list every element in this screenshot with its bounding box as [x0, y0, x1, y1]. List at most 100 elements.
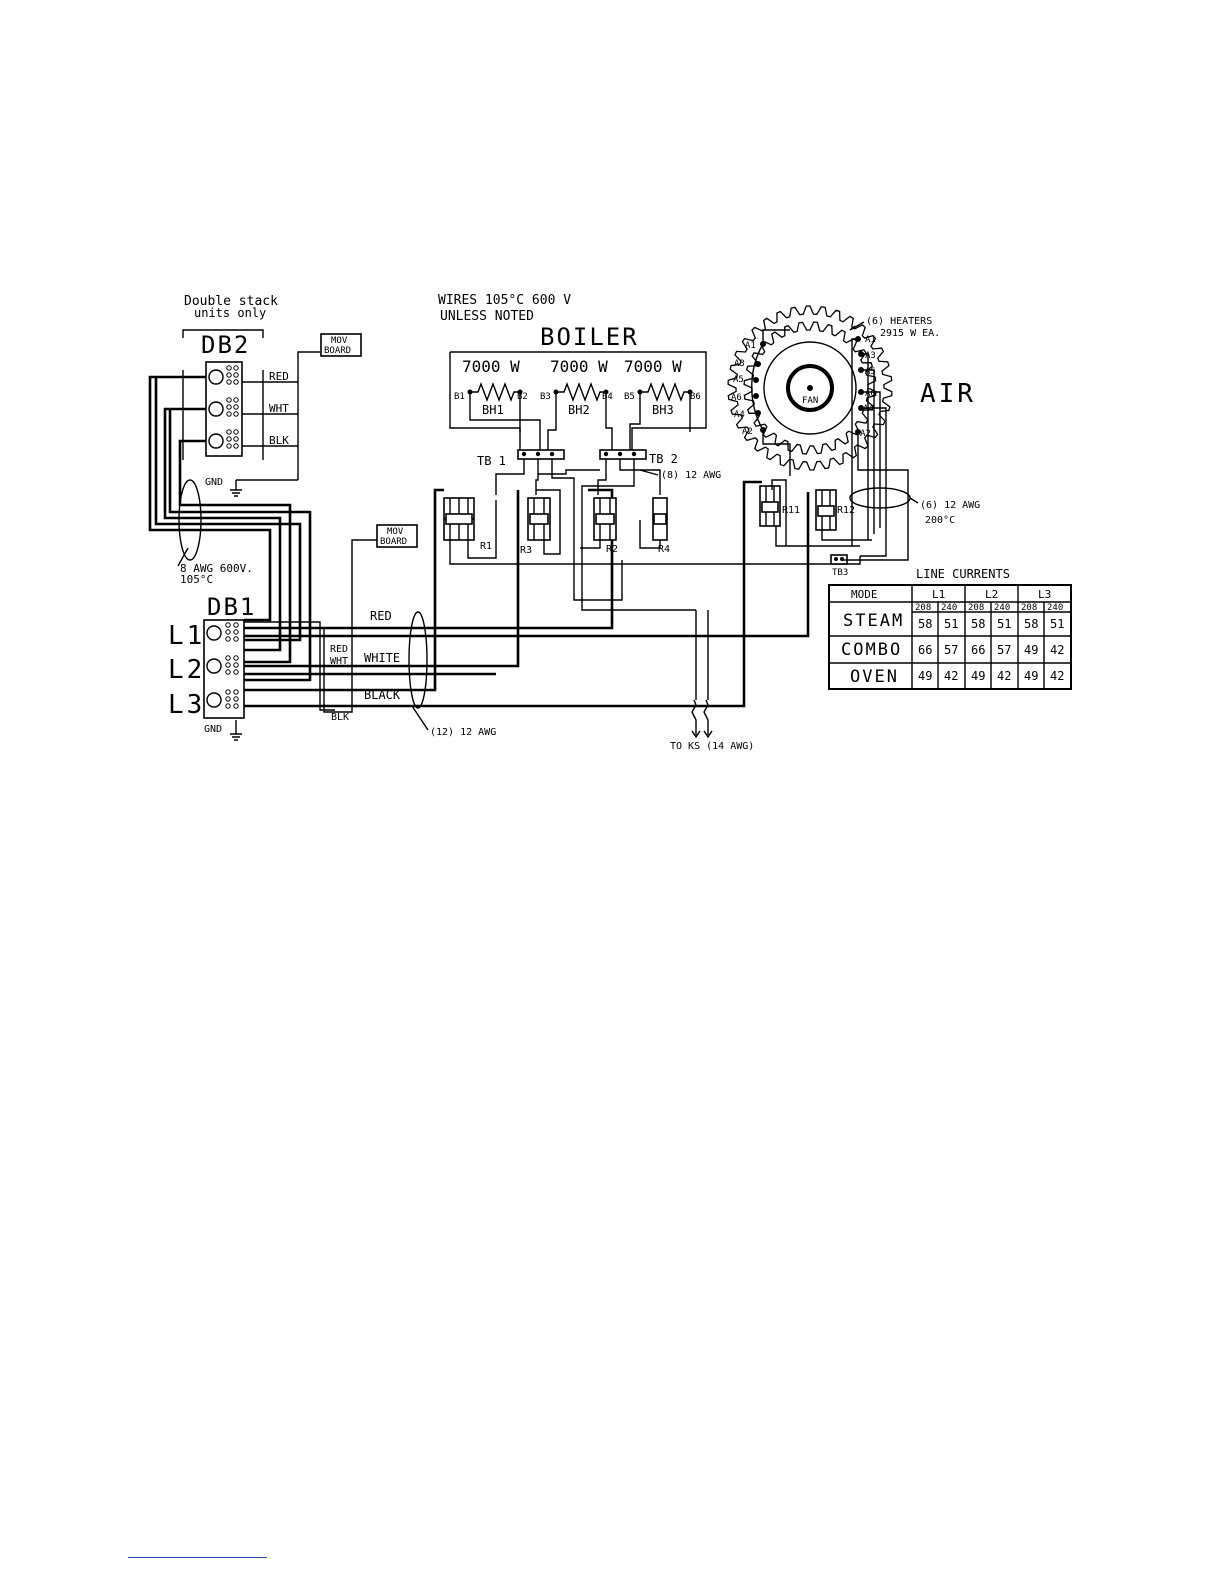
db1-cable-note: (12) 12 AWG [430, 727, 496, 738]
relay-r2: R2 [593, 497, 618, 555]
air-right-term-a2: A2 [860, 429, 871, 439]
db2-mov-lead [297, 351, 320, 382]
table-row-oven-cell-4: 42 [997, 669, 1011, 683]
tb3: TB3 [830, 554, 848, 578]
table-row-combo-cell-1: 66 [918, 643, 932, 657]
table-voltage-4: 240 [994, 603, 1010, 613]
table-voltage-1: 208 [915, 603, 931, 613]
air-wire-note-line1: (6) 12 AWG [920, 500, 980, 511]
table-header-l2: L2 [985, 588, 998, 601]
table-header-mode: MODE [851, 588, 878, 601]
db1-line-l1: L1 [168, 621, 205, 651]
relay-r11-label: R11 [782, 505, 800, 516]
air-left-term-a3: A3 [734, 359, 745, 369]
air-title: AIR [920, 379, 976, 409]
boiler-bh3-name: BH3 [652, 403, 674, 417]
air-wire-note-line2: 200°C [925, 515, 955, 526]
tb1-label: TB 1 [477, 454, 506, 468]
cable-note-left-line2: 105°C [180, 573, 213, 586]
air-left-jumper [751, 343, 764, 431]
air-left-term-a1: A1 [745, 341, 756, 351]
db2-ground-icon [230, 479, 298, 497]
boiler-bh3-watts: 7000 W [624, 357, 682, 376]
table-row-steam-cell-3: 58 [971, 617, 985, 631]
db2-gnd-label: GND [205, 477, 223, 488]
tb-wire-note: (8) 12 AWG [661, 470, 721, 481]
table-row-combo-cell-6: 42 [1050, 643, 1064, 657]
db2-bracket-sides [182, 370, 264, 460]
boiler-leads [469, 392, 691, 452]
relay-r1-label: R1 [480, 541, 492, 552]
table-row-combo-cell-2: 57 [944, 643, 958, 657]
cable-note-left-line1: 8 AWG 600V. [180, 562, 253, 575]
boiler-term-b6: B6 [690, 392, 701, 402]
db1-distribution-wires [244, 480, 810, 711]
ks-leads [691, 699, 713, 739]
table-row-oven-cell-1: 49 [918, 669, 932, 683]
table-header-l1: L1 [932, 588, 945, 601]
air-left-term-a5: A5 [733, 375, 744, 385]
boiler-term-b5: B5 [624, 392, 635, 402]
db1-screw-terminals [225, 622, 239, 709]
tb-relay-leads [495, 459, 696, 611]
boiler-block: WIRES 105°C 600 V UNLESS NOTED BOILER 70… [438, 293, 707, 456]
db2-lug-2 [208, 401, 224, 417]
mov-board-top-line2: BOARD [324, 346, 351, 356]
boiler-term-b1: B1 [454, 392, 465, 402]
relay-r12: R12 [815, 489, 855, 531]
table-row-oven-cell-5: 49 [1024, 669, 1038, 683]
db2-cable-bundle-ellipse [178, 479, 202, 561]
db2-note-line2: units only [194, 306, 266, 320]
db2-wire-wht: WHT [269, 402, 289, 415]
db1-ground-icon [230, 720, 242, 741]
wires-note-line2: UNLESS NOTED [440, 309, 534, 324]
table-row-oven-mode: OVEN [850, 667, 899, 687]
tb-wire-note-leader [639, 469, 659, 476]
line-currents-title: LINE CURRENTS [916, 567, 1010, 581]
db2-note-line1: Double stack [184, 294, 278, 309]
table-voltage-2: 240 [941, 603, 957, 613]
air-right-term-a3: A3 [865, 351, 876, 361]
table-row-steam-cell-4: 51 [997, 617, 1011, 631]
db1-cable-bundle-ellipse [408, 611, 428, 709]
tb2-label: TB 2 [649, 452, 678, 466]
footer-rule [128, 1557, 267, 1558]
table-voltage-5: 208 [1021, 603, 1037, 613]
db1-label: DB1 [207, 593, 256, 621]
mov-board-top: MOV BOARD [320, 333, 362, 357]
db1-terminal-block [203, 619, 245, 719]
air-left-term-a4: A4 [734, 410, 745, 420]
table-row-combo-cell-4: 57 [997, 643, 1011, 657]
db1-mov-tap-wht: WHT [330, 656, 348, 667]
relay-r1: R1 [443, 497, 492, 552]
table-row-steam-cell-6: 51 [1050, 617, 1064, 631]
db1-lug-l1 [206, 625, 222, 641]
air-right-term-a5: A5 [865, 367, 876, 377]
boiler-element-bh2-icon [556, 382, 606, 402]
air-heater-block: FAN AIR (6) HEATERS 2915 W EA. A1 A3 A5 … [727, 305, 976, 561]
mov-board-bottom-line2: BOARD [380, 537, 407, 547]
db1-line-l2: L2 [168, 655, 205, 685]
table-row-oven-cell-2: 42 [944, 669, 958, 683]
db1-mov-taps: RED WHT BLK [323, 539, 378, 723]
boiler-bh2-watts: 7000 W [550, 357, 608, 376]
table-row-steam-mode: STEAM [843, 611, 904, 631]
db1-block: DB1 L1 L2 L3 GND [168, 593, 256, 741]
relay-r4-label: R4 [658, 544, 670, 555]
db2-mov-taps [242, 381, 299, 480]
db2-wire-red: RED [269, 370, 289, 383]
relay-r3: R3 [520, 497, 551, 556]
relay-r2-label: R2 [606, 544, 618, 555]
table-row-combo-mode: COMBO [841, 640, 902, 660]
db1-mov-tap-red: RED [330, 644, 348, 655]
air-left-term-a6: A6 [731, 393, 742, 403]
db2-bracket-top [182, 329, 264, 338]
fan-icon [786, 364, 834, 412]
fan-label: FAN [802, 396, 818, 406]
table-row-combo-cell-5: 49 [1024, 643, 1038, 657]
db2-lug-3 [208, 433, 224, 449]
boiler-bh1-watts: 7000 W [462, 357, 520, 376]
boiler-element-bh3-icon [640, 382, 690, 402]
air-heaters-note-line1: (6) HEATERS [866, 316, 932, 327]
